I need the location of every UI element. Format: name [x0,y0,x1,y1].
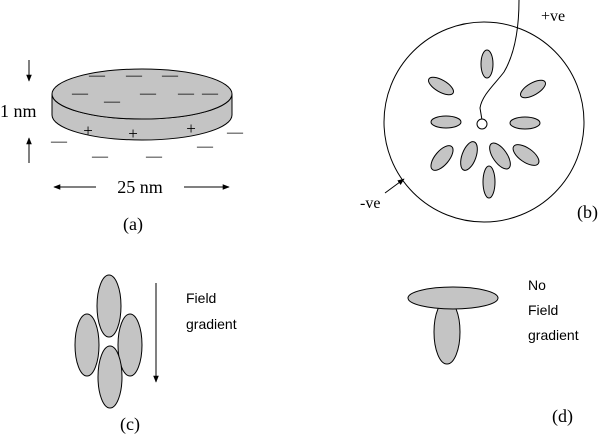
particle [96,274,122,338]
field-label-line1: Field [186,290,216,306]
particle [430,115,462,129]
minus-sign: — [88,67,106,84]
minus-sign: — [161,67,179,84]
bottom-minus-charges: — — — — — [50,124,244,165]
particle [74,313,100,377]
particle [482,165,496,199]
minus-sign: — [196,138,214,155]
no-field-label-line3: gradient [528,327,579,343]
panel-b: +ve -ve (b) [360,0,598,223]
minus-sign: — [125,67,143,84]
particle [428,76,454,96]
negative-electrode-label: -ve [360,195,380,212]
particle-cluster [74,274,143,409]
particle [512,144,540,166]
panel-a: — — — — — — — — + + + — — — — — 1 nm [0,60,244,235]
plus-sign: + [128,124,138,143]
minus-sign: — [50,133,68,150]
particle [489,142,511,170]
panel-c: Field gradient (c) [74,274,237,435]
center-electrode [476,118,488,130]
particle [509,116,541,130]
plus-sign: + [83,121,93,140]
positive-electrode-label: +ve [541,8,565,25]
particle [430,145,454,171]
panel-d-label: (d) [552,406,573,427]
minus-sign: — [103,93,121,110]
no-field-label-line2: Field [528,302,558,318]
vertical-particle [433,299,461,365]
particle [460,141,478,171]
minus-sign: — [71,85,89,102]
particle [117,313,143,377]
minus-sign: — [91,148,109,165]
electrode-wire [479,0,520,121]
negative-pointer-arrow [384,178,405,194]
minus-sign: — [139,85,157,102]
top-charges: — — — — — — — — [71,67,219,110]
minus-sign: — [145,148,163,165]
disc-top [51,68,233,120]
field-label-line2: gradient [186,316,237,332]
minus-sign: — [177,85,195,102]
rotating-particles [428,49,546,199]
width-label: 25 nm [117,177,163,197]
no-field-label-line1: No [528,277,546,293]
panel-a-label: (a) [123,214,143,235]
particle [480,49,494,79]
particle [97,345,123,409]
particle [520,79,546,99]
plus-sign: + [186,119,196,138]
thickness-label: 1 nm [0,101,37,121]
panel-c-label: (c) [120,414,140,435]
bottom-plus-charges: + + + [83,119,196,143]
panel-d: No Field gradient (d) [407,277,579,427]
panel-b-label: (b) [577,202,598,223]
minus-sign: — [226,124,244,141]
horizontal-particle [407,286,499,310]
minus-sign: — [201,85,219,102]
